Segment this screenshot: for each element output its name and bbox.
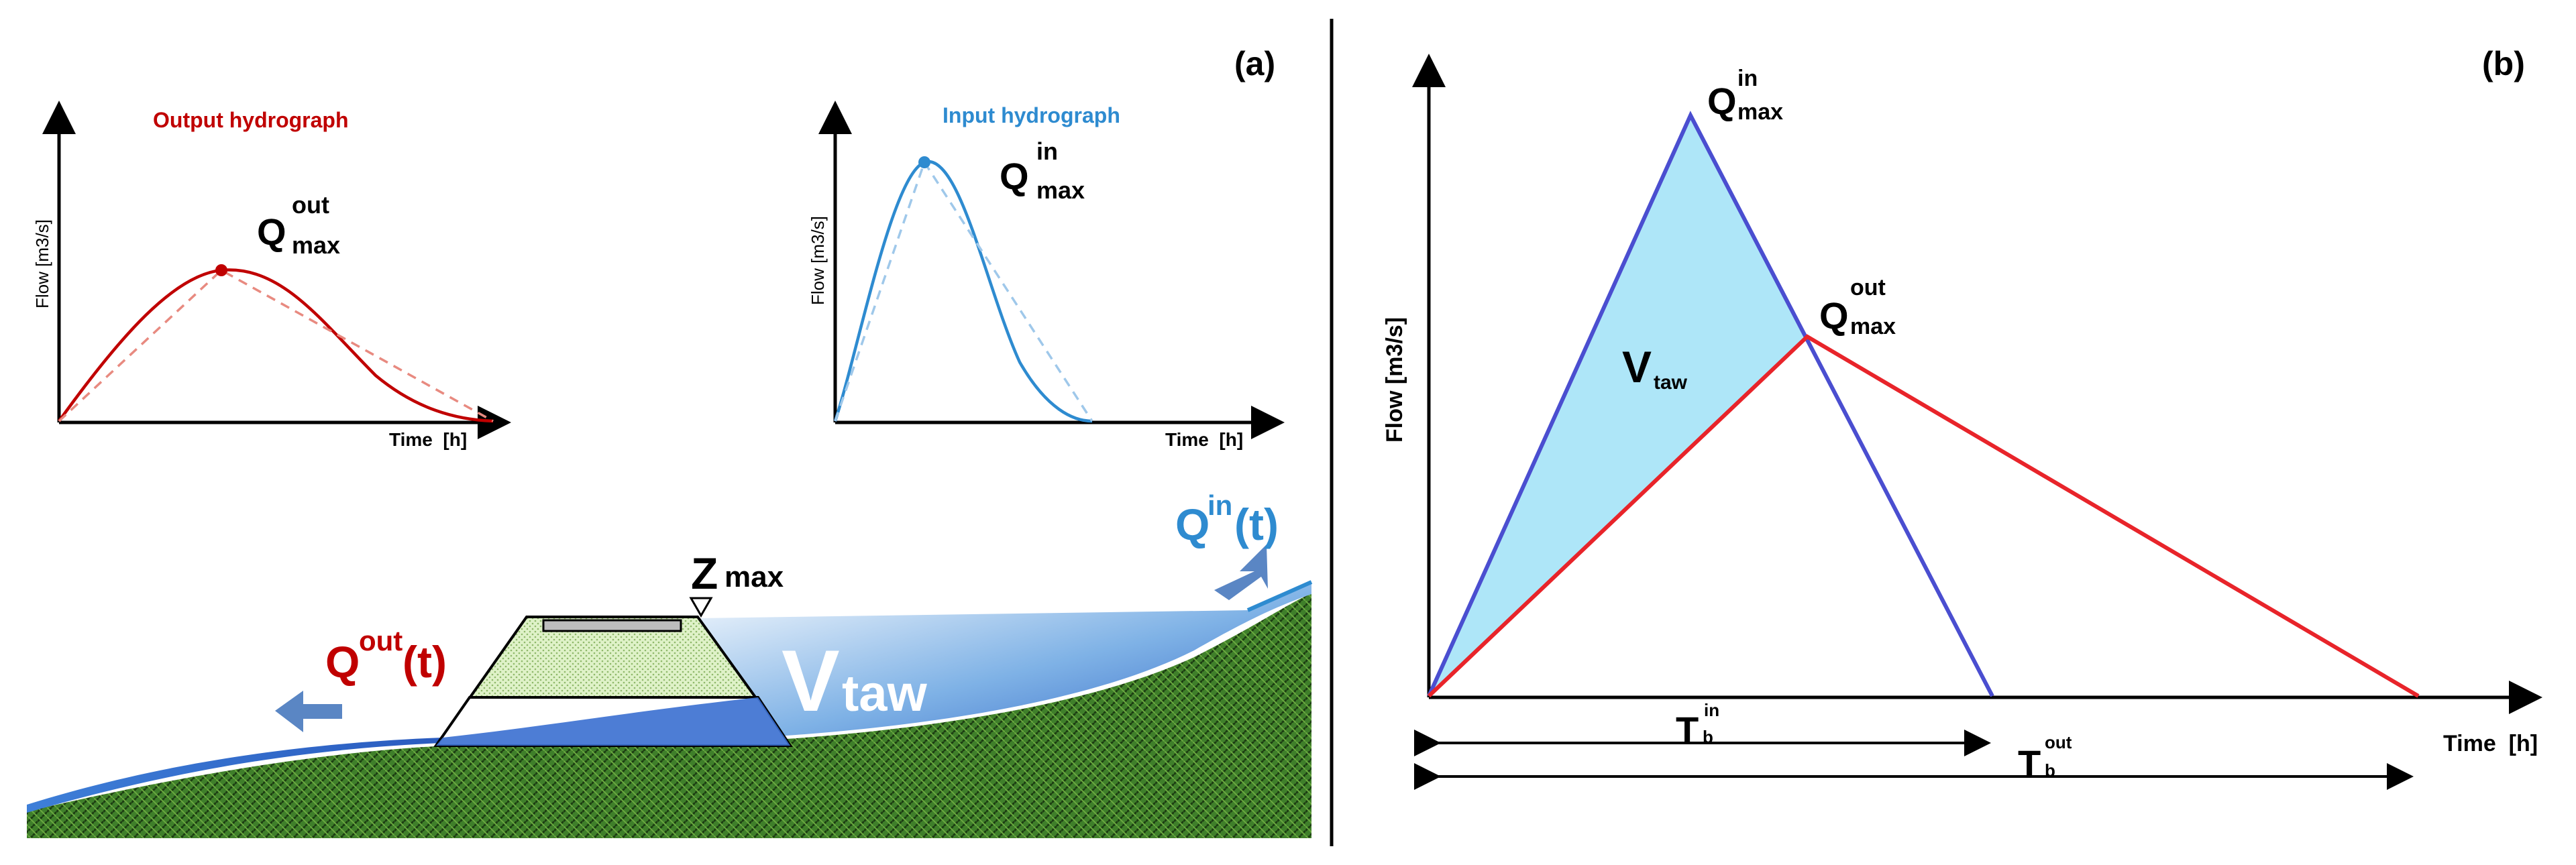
- output-title: Output hydrograph: [153, 108, 349, 132]
- b-q-in-label: Q in max: [1707, 66, 1783, 125]
- dam-scene: Z max V taw Q in (t) Q out (t): [27, 489, 1313, 838]
- input-hydrograph-curve: [833, 160, 1093, 423]
- water-level-marker-icon: [689, 597, 713, 618]
- output-y-label: Flow [m3/s]: [32, 219, 52, 308]
- output-x-label: Time [h]: [389, 429, 467, 450]
- v-taw-label: V taw: [782, 632, 928, 730]
- dam-crest: [542, 619, 682, 632]
- input-y-label: Flow [m3/s]: [808, 216, 828, 305]
- river-downstream: [27, 738, 443, 813]
- panel-a: (a) Output hydrograph Flow [m3/s] Time […: [27, 45, 1313, 838]
- panel-b-label: (b): [2482, 45, 2525, 82]
- input-hydrograph: Input hydrograph Flow [m3/s] Time [h] Q …: [808, 101, 1285, 450]
- dam-seepage-water: [436, 697, 790, 746]
- output-triangle: [1427, 334, 2420, 698]
- inflow-arrow-icon: [1214, 544, 1268, 600]
- input-peak-point: [918, 156, 930, 168]
- output-hydrograph-curve: [58, 268, 494, 423]
- b-v-taw-label: V taw: [1622, 342, 1688, 394]
- tb-out-dimension: T out b: [1414, 732, 2414, 790]
- tb-in-dimension: T in b: [1414, 700, 1991, 756]
- output-hydrograph-triangle: [58, 268, 494, 422]
- output-hydrograph: Output hydrograph Flow [m3/s] Time [h] Q…: [32, 101, 511, 450]
- b-q-out-label: Q out max: [1819, 275, 1896, 339]
- input-triangle: [1427, 111, 1994, 697]
- input-peak-label: Q in max: [1000, 137, 1085, 204]
- input-x-label: Time [h]: [1165, 429, 1243, 450]
- panel-b: (b) Flow [m3/s] Time [h] Q in max Q out …: [1382, 45, 2542, 790]
- z-max-label: Z max: [691, 549, 784, 598]
- river-upstream: [1246, 580, 1313, 612]
- tb-out-label: T out b: [2018, 732, 2075, 785]
- input-title: Input hydrograph: [943, 103, 1120, 127]
- b-x-label: Time [h]: [2443, 731, 2538, 756]
- output-peak-point: [215, 264, 227, 276]
- reservoir-water: [671, 582, 1311, 743]
- q-out-t-label: Q out (t): [325, 625, 447, 687]
- storage-area: [1429, 115, 1807, 696]
- output-peak-label: Q out max: [257, 191, 340, 259]
- ground: [27, 593, 1311, 838]
- outflow-arrow-icon: [275, 691, 342, 732]
- panel-a-label: (a): [1234, 45, 1275, 82]
- b-y-label: Flow [m3/s]: [1382, 317, 1407, 443]
- q-in-t-label: Q in (t): [1175, 489, 1279, 549]
- tb-in-label: T in b: [1676, 700, 1723, 751]
